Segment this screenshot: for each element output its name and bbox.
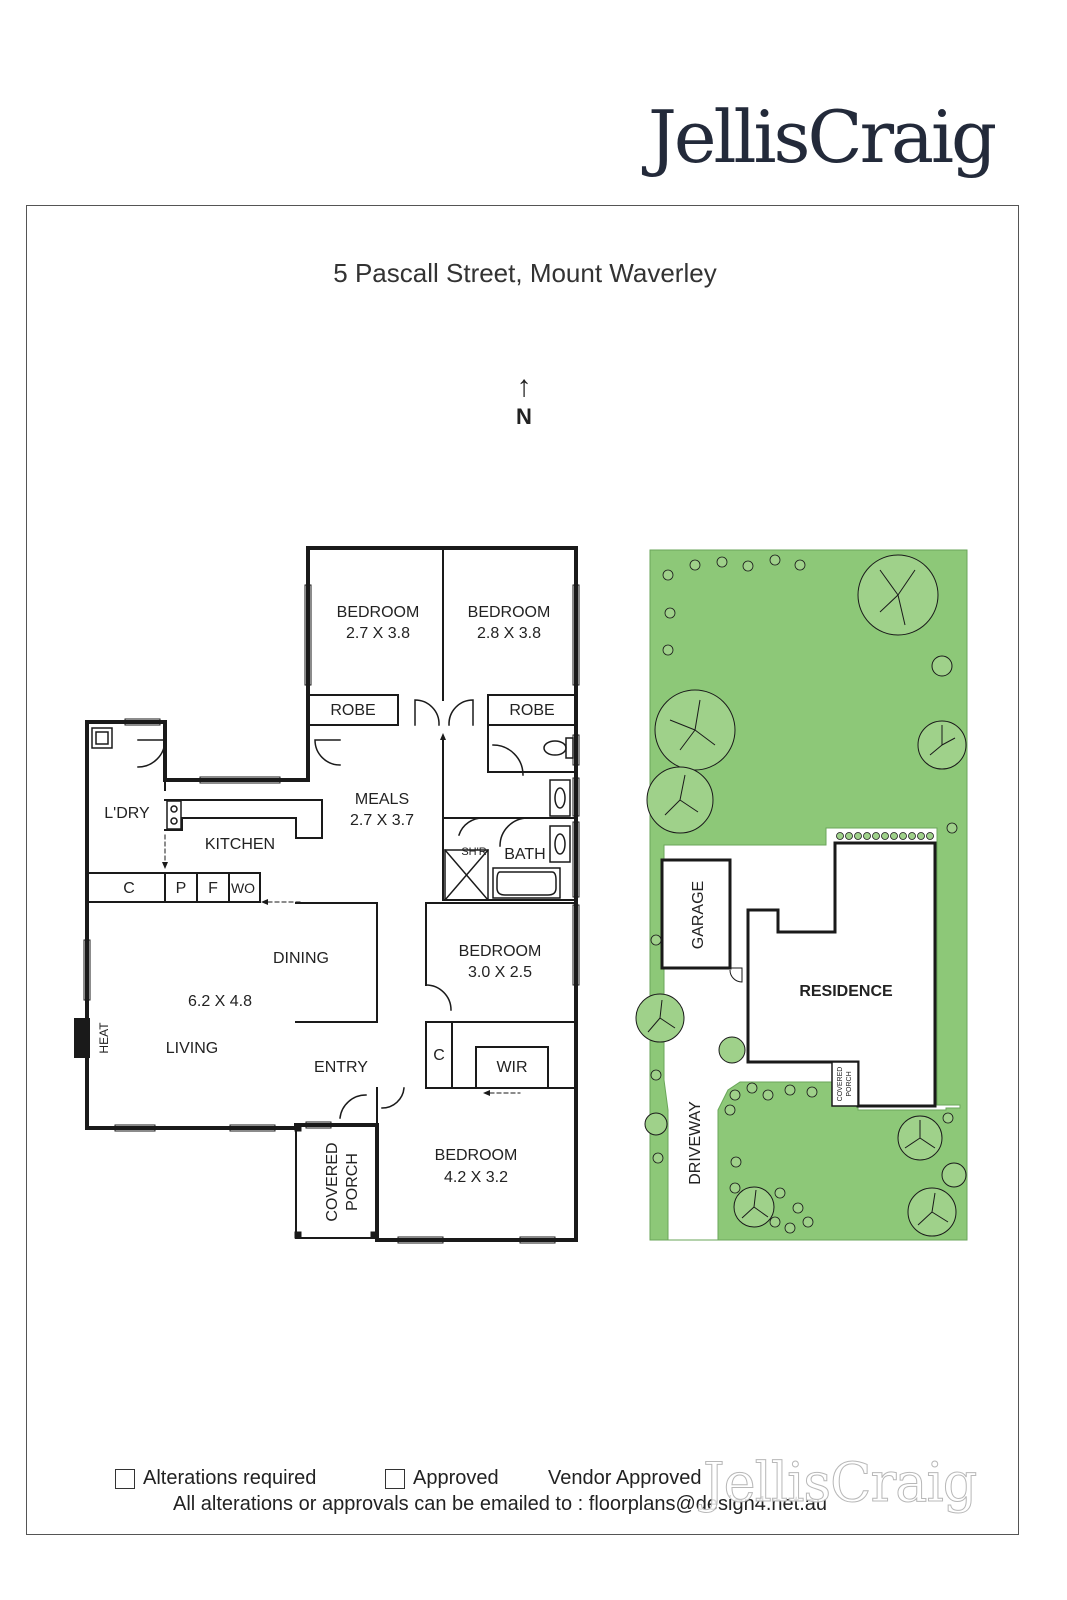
footer-note: All alterations or approvals can be emai… bbox=[173, 1493, 828, 1515]
alterations-required-checkbox[interactable] bbox=[115, 1468, 135, 1489]
bedroom2-size: 2.8 X 3.8 bbox=[477, 625, 541, 642]
wall-oven-label: WO bbox=[231, 880, 255, 896]
vendor-approved-label: Vendor Approved bbox=[548, 1467, 702, 1489]
brand-logo: JellisCraig bbox=[648, 95, 997, 179]
garage-side-door bbox=[729, 967, 743, 983]
laundry-label: L'DRY bbox=[104, 805, 150, 822]
heat-label: HEAT bbox=[97, 1022, 111, 1054]
wir-label: WIR bbox=[496, 1059, 527, 1076]
meals-size: 2.7 X 3.7 bbox=[350, 812, 414, 829]
fridge-label: F bbox=[208, 880, 218, 897]
vendor-approved-text: Vendor Approved bbox=[548, 1467, 701, 1490]
shower-label: SH'R bbox=[461, 846, 486, 858]
brand-watermark: JellisCraig bbox=[703, 1451, 978, 1515]
approved-option[interactable]: Approved bbox=[385, 1467, 499, 1490]
bedroom3-label: BEDROOM bbox=[459, 943, 542, 960]
entry-label: ENTRY bbox=[314, 1059, 368, 1076]
hedge bbox=[836, 832, 934, 840]
bath-label: BATH bbox=[504, 846, 545, 863]
robe1-label: ROBE bbox=[330, 702, 375, 719]
bedroom1-label: BEDROOM bbox=[337, 604, 420, 621]
garage bbox=[660, 858, 732, 970]
approval-footer: Alterations required Approved Vendor App… bbox=[0, 1462, 1067, 1532]
site-porch-label-line2: PORCH bbox=[846, 1071, 853, 1096]
porch-post bbox=[294, 1231, 302, 1239]
bedroom1-size: 2.7 X 3.8 bbox=[346, 625, 410, 642]
site-porch-label-line1: COVERED bbox=[837, 1067, 844, 1102]
site-covered-porch bbox=[831, 1061, 859, 1107]
alterations-required-option[interactable]: Alterations required bbox=[115, 1467, 316, 1490]
plan-frame bbox=[26, 205, 1019, 1535]
porch-label-line2: PORCH bbox=[344, 1153, 361, 1211]
living-size: 6.2 X 4.8 bbox=[188, 993, 252, 1010]
north-label: N bbox=[516, 404, 532, 429]
site-plan-labels: GARAGE RESIDENCE DRIVEWAY COVERED PORCH bbox=[687, 881, 893, 1185]
bedroom2-label: BEDROOM bbox=[468, 604, 551, 621]
bedroom3-size: 3.0 X 2.5 bbox=[468, 964, 532, 981]
kitchen-label: KITCHEN bbox=[205, 836, 275, 853]
cupboard-c-label: C bbox=[123, 880, 135, 897]
north-arrow-icon: ↑ bbox=[516, 370, 532, 403]
north-compass: ↑ N bbox=[508, 372, 540, 430]
driveway-label: DRIVEWAY bbox=[687, 1101, 704, 1185]
ceiling-arrows bbox=[164, 741, 521, 1094]
tree-branches bbox=[647, 569, 956, 1226]
living-label: LIVING bbox=[166, 1040, 218, 1057]
heater bbox=[74, 1018, 90, 1058]
exterior-walls bbox=[85, 546, 578, 1242]
porch-post bbox=[370, 1231, 378, 1239]
alterations-required-label: Alterations required bbox=[143, 1467, 317, 1489]
approved-checkbox[interactable] bbox=[385, 1468, 405, 1489]
bathroom-fixtures bbox=[91, 727, 574, 902]
bedroom4-size: 4.2 X 3.2 bbox=[444, 1169, 508, 1186]
bedroom4-label: BEDROOM bbox=[435, 1147, 518, 1164]
dining-label: DINING bbox=[273, 950, 329, 967]
floor-plan bbox=[74, 546, 580, 1244]
garage-label: GARAGE bbox=[690, 881, 707, 949]
closet-label: C bbox=[433, 1047, 445, 1064]
residence bbox=[746, 841, 937, 1108]
approved-label: Approved bbox=[413, 1467, 499, 1489]
doors bbox=[137, 699, 529, 1119]
windows bbox=[83, 584, 580, 1244]
floor-plan-labels: BEDROOM 2.7 X 3.8 BEDROOM 2.8 X 3.8 ROBE… bbox=[97, 604, 555, 1222]
porch-label-line1: COVERED bbox=[324, 1142, 341, 1221]
residence-label: RESIDENCE bbox=[799, 983, 893, 1000]
meals-label: MEALS bbox=[355, 791, 409, 808]
site-plan bbox=[635, 549, 968, 1241]
pantry-label: P bbox=[176, 880, 187, 897]
robe2-label: ROBE bbox=[509, 702, 554, 719]
property-address: 5 Pascall Street, Mount Waverley bbox=[333, 258, 717, 288]
porch-post bbox=[294, 1124, 302, 1132]
shrubs bbox=[650, 554, 958, 1234]
